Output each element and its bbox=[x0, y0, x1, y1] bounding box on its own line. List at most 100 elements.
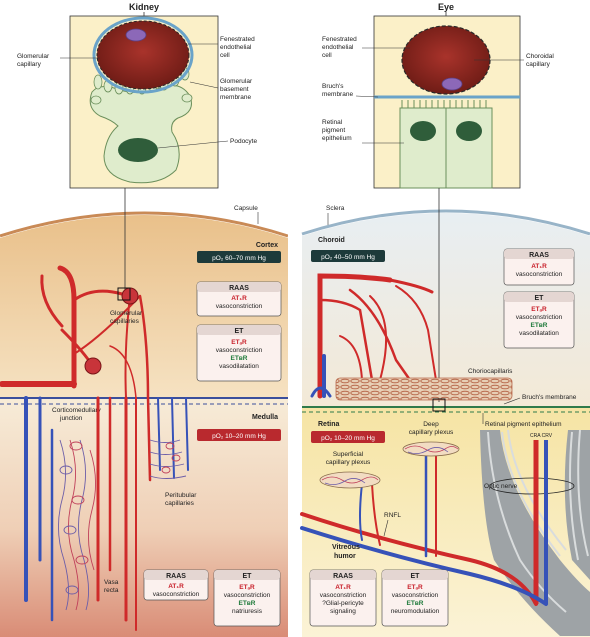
central-retinal-vessels bbox=[533, 440, 548, 604]
box-line: vasoconstriction bbox=[216, 347, 263, 354]
podocyte-nucleus bbox=[118, 138, 158, 162]
box-line: vasoconstriction bbox=[516, 271, 563, 278]
box-line: ETₐR bbox=[531, 306, 547, 313]
cortex-label: Cortex bbox=[256, 242, 278, 249]
box-line: ETʙR bbox=[231, 355, 248, 362]
box-line: AT₁R bbox=[335, 584, 351, 591]
choroid-et-title: ET bbox=[535, 295, 545, 302]
eye-endothelial-nucleus bbox=[441, 77, 463, 91]
panel-divider bbox=[288, 0, 302, 637]
medulla-label: Medulla bbox=[252, 414, 278, 421]
choroid-et-box: ET ETₐRvasoconstrictionETʙRvasodilatatio… bbox=[503, 291, 575, 349]
capsule-label: Capsule bbox=[234, 205, 258, 212]
kidney-title: Kidney bbox=[129, 2, 159, 12]
retina-raas-title: RAAS bbox=[333, 573, 353, 580]
rnfl-leader bbox=[383, 519, 389, 537]
retina-label: Retina bbox=[318, 421, 340, 428]
rnfl-label: RNFL bbox=[384, 512, 401, 519]
box-line: AT₁R bbox=[168, 583, 184, 590]
box-line: vasoconstriction bbox=[224, 592, 271, 599]
glomeruli bbox=[84, 287, 139, 375]
box-line: ETʙR bbox=[531, 322, 548, 329]
box-line: vasodilatation bbox=[219, 363, 259, 370]
glomerular-basement-membrane bbox=[92, 16, 194, 94]
cortex-et-box: ET ETₐRvasoconstrictionETʙRvasodilatatio… bbox=[196, 324, 282, 382]
choroid-po2-box bbox=[311, 250, 385, 262]
glomerulus-selection-box bbox=[117, 287, 131, 301]
cortex-raas-title: RAAS bbox=[229, 285, 249, 292]
choroid-vessels bbox=[310, 273, 437, 399]
superficial-capillary-plexus bbox=[319, 471, 381, 489]
medulla-et-title: ET bbox=[243, 573, 253, 580]
box-line: vasoconstriction bbox=[216, 303, 263, 310]
optic-nerve-ring bbox=[489, 477, 575, 495]
eye-title: Eye bbox=[438, 2, 454, 12]
choroid-raas-title: RAAS bbox=[529, 252, 549, 259]
rpe-label: Retinal pigment epithelium bbox=[485, 421, 562, 428]
box-line: vasoconstriction bbox=[320, 592, 367, 599]
endothelial-nucleus bbox=[125, 28, 147, 42]
bruchs-leader bbox=[503, 397, 521, 405]
medulla-po2-box bbox=[197, 429, 281, 441]
label-podocyte: Podocyte bbox=[230, 138, 257, 145]
kidney-capsule bbox=[0, 211, 289, 238]
box-line: natriuresis bbox=[232, 608, 263, 615]
choriocapillaris-label: Choriocapillaris bbox=[468, 368, 513, 375]
box-line: ?Glial-pericyte bbox=[322, 600, 364, 607]
box-line: neuromodulation bbox=[391, 608, 440, 615]
box-line: ETₐR bbox=[239, 584, 255, 591]
retinal-vessels bbox=[300, 450, 548, 606]
box-line: ETʙR bbox=[407, 600, 424, 607]
optic-nerve-label: Optic nerve bbox=[484, 483, 518, 490]
deep-capillary-plexus bbox=[402, 441, 460, 457]
medulla-po2: pO₂ 10–20 mm Hg bbox=[212, 433, 266, 440]
box-line: AT₁R bbox=[231, 295, 247, 302]
sclera-label: Sclera bbox=[326, 205, 345, 212]
box-line: ETₐR bbox=[231, 339, 247, 346]
box-line: vasoconstriction bbox=[392, 592, 439, 599]
rpe-cell-left bbox=[399, 107, 447, 189]
retina-et-box: ET ETₐRvasoconstrictionETʙRneuromodulati… bbox=[381, 569, 449, 627]
box-line: vasoconstriction bbox=[516, 314, 563, 321]
cortex-po2: pO₂ 60–70 mm Hg bbox=[212, 255, 266, 262]
cortex-et-title: ET bbox=[235, 328, 245, 335]
glomerular-capillary bbox=[96, 20, 190, 90]
box-line: ETₐR bbox=[407, 584, 423, 591]
retina-et-title: ET bbox=[411, 573, 421, 580]
choroid-label: Choroid bbox=[318, 237, 345, 244]
box-line: vasoconstriction bbox=[153, 591, 200, 598]
rpe-nucleus-left bbox=[410, 121, 436, 141]
retina-po2: pO₂ 10–20 mm Hg bbox=[321, 435, 375, 442]
bruchs-membrane-label: Bruch's membrane bbox=[522, 394, 577, 401]
cra-crv-label: CRA CRV bbox=[530, 433, 553, 439]
choroid-po2: pO₂ 40–50 mm Hg bbox=[321, 254, 375, 261]
box-line: vasodilatation bbox=[519, 330, 559, 337]
box-line: signaling bbox=[330, 608, 356, 615]
vasa-recta-loops bbox=[58, 439, 187, 611]
medulla-vessels bbox=[24, 396, 189, 631]
choriocapillaris-layer bbox=[335, 377, 513, 401]
medulla-raas-title: RAAS bbox=[166, 573, 186, 580]
retina-raas-box: RAAS AT₁Rvasoconstriction?Glial-pericyte… bbox=[309, 569, 377, 627]
